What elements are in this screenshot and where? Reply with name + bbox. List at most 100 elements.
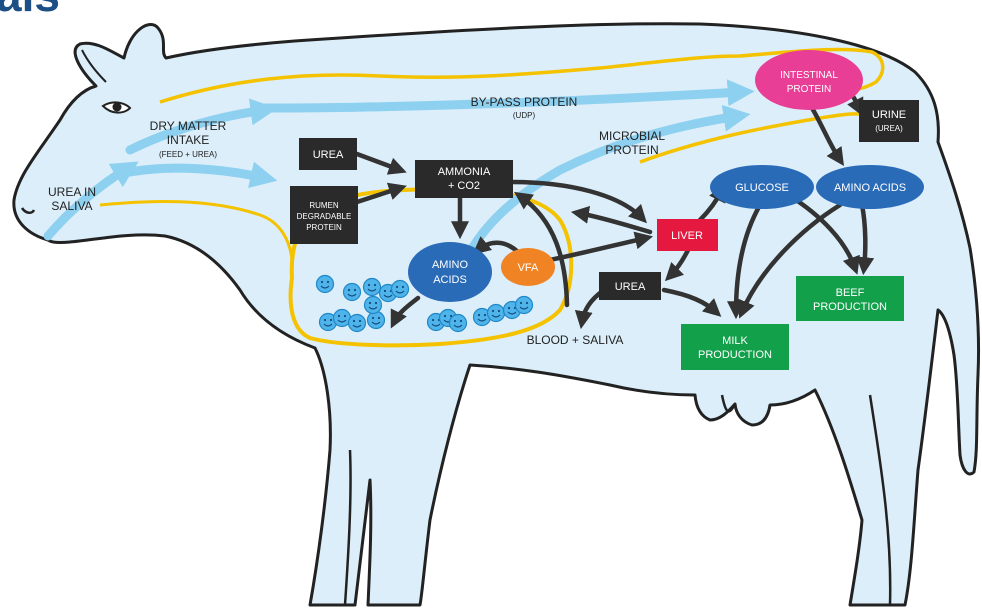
svg-text:AMINO ACIDS: AMINO ACIDS [834,182,906,194]
microbe-eye [449,314,453,318]
microbe-eye [507,306,511,310]
label-dry-matter-sub: (FEED + UREA) [159,150,217,159]
arrow-rdp-ammonia [354,182,407,205]
microbe-eye [352,319,356,323]
microbe-eye [497,309,501,313]
microbe-smile [320,285,330,289]
label-microbial-protein: PROTEIN [605,143,658,157]
microbe-smile [519,306,529,310]
label-blood-saliva: BLOOD + SALIVA [527,333,624,347]
microbe-icon [347,313,367,333]
arrow-ammonia-liver [509,179,647,224]
svg-text:PROTEIN: PROTEIN [306,223,342,232]
microbe-eye [519,301,523,305]
svg-text:LIVER: LIVER [671,230,703,242]
svg-text:PRODUCTION: PRODUCTION [813,301,887,313]
liver-box: LIVER [657,219,718,251]
svg-text:MILK: MILK [722,335,748,347]
microbe-smile [337,319,347,323]
microbe-smile [323,323,333,327]
milk-production-box: MILK PRODUCTION [681,324,789,370]
microbe-eye [443,314,447,318]
flow-dry-matter [125,161,278,189]
svg-text:AMMONIA: AMMONIA [438,166,491,178]
svg-text:(UREA): (UREA) [875,124,903,133]
microbe-icon [514,295,534,315]
flow-intake-upper [125,98,278,155]
microbe-icon [315,274,335,294]
arrow-amino-microbes [390,295,421,329]
rumen-microbes [315,274,534,333]
arrow-urea-ammonia [354,151,407,175]
microbe-eye [368,301,372,305]
urine-box: URINE (UREA) [859,100,919,142]
amino-acids-ellipse-right: AMINO ACIDS [816,165,924,209]
label-bypass-protein-sub: (UDP) [513,111,536,120]
nostril [20,207,36,214]
microbe-eye [377,316,381,320]
microbe-eye [401,285,405,289]
microbe-smile [347,293,357,297]
microbe-eye [453,319,457,323]
svg-text:VFA: VFA [518,262,539,274]
microbe-eye [326,280,330,284]
microbe-eye [358,319,362,323]
svg-text:GLUCOSE: GLUCOSE [735,182,789,194]
microbe-eye [491,309,495,313]
urea-box: UREA [299,138,357,170]
title-fragment: als [0,0,60,21]
arrow-glucose-milk [727,202,763,320]
arrow-liver-urea [570,205,653,235]
svg-text:BEEF: BEEF [836,287,865,299]
arrow-intestinal-amino [809,105,844,166]
microbe-eye [371,316,375,320]
microbe-eye [459,319,463,323]
flow-bypass-protein [260,79,755,113]
label-urea-in-saliva: UREA IN [48,185,96,199]
leg-outline [343,449,352,606]
microbe-eye [367,283,371,287]
label-dry-matter: INTAKE [167,133,209,147]
microbe-eye [431,318,435,322]
label-urea-in-saliva: SALIVA [51,199,92,213]
microbe-eye [323,318,327,322]
microbe-eye [347,288,351,292]
intestinal-protein-ellipse: INTESTINAL PROTEIN [755,50,863,110]
udder-outline [720,394,737,413]
svg-text:ACIDS: ACIDS [433,274,467,286]
arrow-amino-milk [737,202,843,319]
microbe-smile [352,324,362,328]
svg-text:AMINO: AMINO [432,259,469,271]
arrow-amino-beef [856,202,875,276]
microbe-smile [383,294,393,298]
label-microbial-protein: MICROBIAL [599,129,665,143]
microbe-eye [337,314,341,318]
amino-acids-ellipse-rumen: AMINO ACIDS [408,242,492,302]
svg-text:PROTEIN: PROTEIN [787,84,831,95]
rumen-degradable-protein-box: RUMEN DEGRADABLE PROTEIN [290,186,358,244]
microbe-smile [368,306,378,310]
svg-text:URINE: URINE [872,109,906,121]
microbe-icon [390,279,410,299]
microbe-eye [477,313,481,317]
ear-inner [81,49,107,83]
microbe-icon [486,303,506,323]
microbe-icon [363,295,383,315]
microbe-eye [525,301,529,305]
glucose-ellipse: GLUCOSE [710,165,814,209]
arrow-liver-urea-mid [664,247,691,282]
microbe-icon [448,313,468,333]
microbe-smile [371,321,381,325]
microbe-icon [362,277,382,297]
microbe-eye [343,314,347,318]
microbe-smile [395,290,405,294]
ammonia-box: AMMONIA + CO2 [415,160,513,198]
arrow-urea-milk [661,287,722,317]
microbe-smile [477,318,487,322]
svg-text:UREA: UREA [615,281,646,293]
svg-text:RUMEN: RUMEN [309,201,339,210]
microbe-smile [453,324,463,328]
microbe-eye [353,288,357,292]
microbe-smile [367,288,377,292]
label-dry-matter: DRY MATTER [150,119,227,133]
